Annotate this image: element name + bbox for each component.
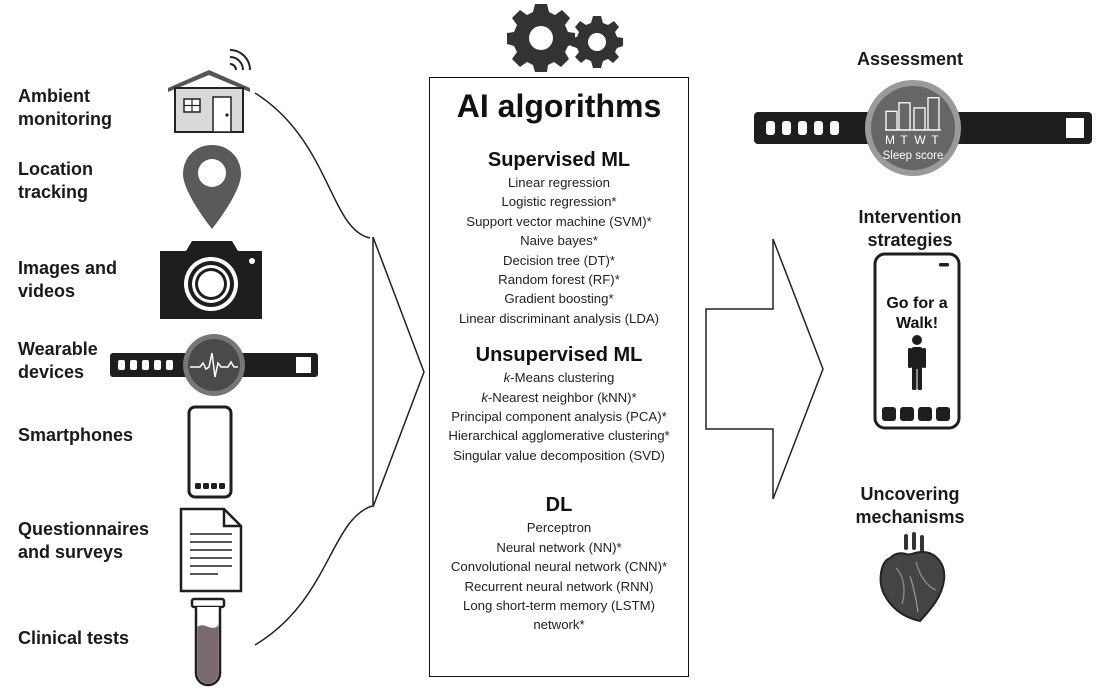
arrow-right-icon — [372, 236, 425, 508]
algorithms-title: AI algorithms — [456, 88, 662, 124]
list-item: Hierarchical agglomerative clustering* — [448, 428, 670, 444]
assessment-label: Assessment — [856, 49, 964, 69]
supervised-ml-section: Supervised ML Linear regression Logistic… — [430, 148, 688, 328]
source-label-smartphones: Smartphones — [18, 425, 134, 445]
list-item: Convolutional neural network (CNN)* — [450, 559, 668, 575]
italic-k: k — [481, 389, 488, 405]
list-item: Naive bayes* — [520, 233, 598, 249]
source-label-clinical-tests: Clinical tests — [18, 628, 130, 648]
sleep-score-watch-icon: M T W T Sleep score — [754, 80, 1092, 176]
algorithm-list: k-Means clustering k-Nearest neighbor (k… — [430, 368, 688, 465]
list-item: Linear regression — [508, 175, 610, 190]
item-text: -Means clustering — [510, 370, 615, 386]
algorithm-list: Linear regression Logistic regression* S… — [430, 173, 688, 328]
source-label-location-tracking: Location tracking — [18, 159, 93, 202]
smartphone-icon — [187, 405, 233, 499]
list-item: k-Means clustering — [430, 368, 688, 387]
algorithm-list: Perceptron Neural network (NN)* Convolut… — [430, 518, 688, 634]
list-item: Neural network (NN)* — [496, 539, 622, 555]
day-label: T — [900, 133, 908, 147]
day-label: W — [914, 133, 926, 147]
item-text: -Nearest neighbor (kNN)* — [487, 389, 637, 405]
mechanisms-label: Uncovering mechanisms — [855, 484, 965, 527]
list-item: Perceptron — [526, 520, 592, 536]
smartwatch-icon — [110, 334, 318, 396]
list-item: Principal component analysis (PCA)* — [451, 409, 667, 425]
day-label: M — [885, 133, 895, 147]
list-item: k-Nearest neighbor (kNN)* — [430, 388, 688, 407]
test-tube-icon — [190, 597, 226, 687]
arrow-right-icon — [705, 238, 824, 500]
list-item: Support vector machine (SVM)* — [466, 213, 652, 229]
section-heading: Unsupervised ML — [475, 344, 643, 367]
list-item: network* — [533, 617, 585, 633]
list-item: Logistic regression* — [501, 194, 617, 210]
list-item: Linear discriminant analysis (LDA) — [458, 310, 660, 326]
section-heading: Supervised ML — [487, 149, 631, 171]
source-label-wearable-devices: Wearable devices — [18, 339, 98, 382]
list-item: Recurrent neural network (RNN) — [464, 578, 654, 594]
camera-icon — [160, 241, 262, 319]
smartphone-icon — [873, 252, 961, 430]
intervention-label: Intervention strategies — [858, 207, 962, 250]
day-label: T — [931, 133, 939, 147]
heart-icon — [879, 532, 946, 623]
gears-icon — [507, 4, 623, 72]
source-label-ambient-monitoring: Ambient monitoring — [18, 86, 112, 129]
list-item: Long short-term memory (LSTM) — [463, 597, 655, 613]
house-icon — [168, 49, 251, 133]
phone-message: Go for a Walk! — [886, 295, 948, 332]
source-label-images-videos: Images and videos — [18, 258, 118, 301]
unsupervised-ml-section: Unsupervised ML k-Means clustering k-Nea… — [430, 343, 688, 465]
list-item: Decision tree (DT)* — [502, 252, 616, 268]
italic-k: k — [503, 370, 511, 386]
sleep-score-caption: Sleep score — [883, 150, 944, 162]
ai-algorithms-box: AI algorithms Supervised ML Linear regre… — [429, 77, 689, 677]
section-heading: DL — [545, 494, 573, 517]
source-label-questionnaires: Questionnaires and surveys — [18, 519, 150, 562]
list-item: Random forest (RF)* — [498, 272, 620, 288]
person-icon — [908, 335, 926, 390]
location-pin-icon — [183, 145, 241, 229]
list-item: Gradient boosting* — [504, 291, 614, 307]
list-item: Singular value decomposition (SVD) — [453, 447, 665, 463]
document-icon — [179, 507, 243, 593]
dl-section: DL Perceptron Neural network (NN)* Convo… — [430, 493, 688, 634]
